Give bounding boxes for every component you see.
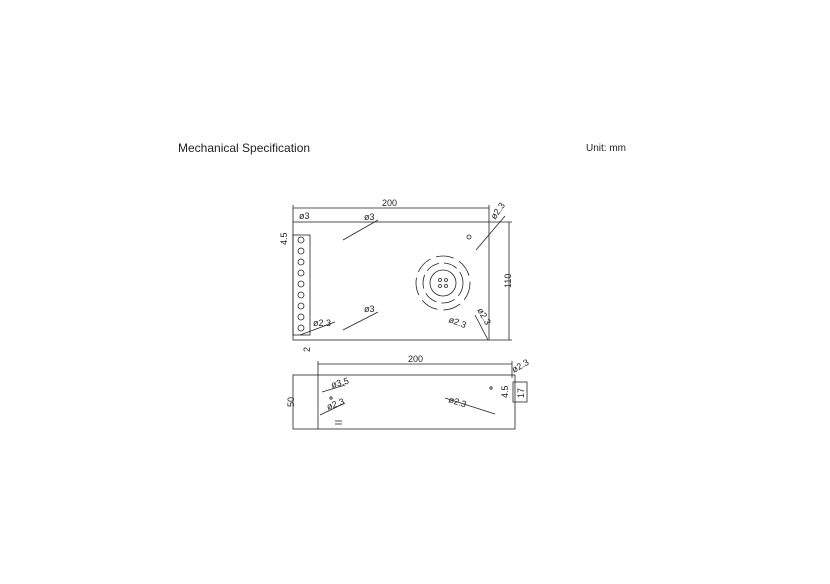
width-label: 200 xyxy=(382,198,397,208)
hole-label: ø2.3 xyxy=(313,318,331,328)
hole-label: ø2.3 xyxy=(475,306,493,327)
side-height-label: 50 xyxy=(286,397,296,407)
hole-label: ø2.3 xyxy=(488,201,507,221)
hole-label: ø3 xyxy=(364,304,375,314)
page-title: Mechanical Specification xyxy=(178,141,311,155)
hole-label: ø3 xyxy=(299,211,310,221)
mount-hole xyxy=(466,234,472,240)
hole-label: ø2.3 xyxy=(325,396,345,412)
fan-grille xyxy=(415,255,471,311)
side-view: 200 50 17 4.5 ø3.5 ø2.3 ø2.3 ø2.3 xyxy=(286,354,531,430)
unit-label: Unit: mm xyxy=(586,143,626,154)
height-label: 110 xyxy=(503,274,513,288)
side-width-label: 200 xyxy=(408,354,423,364)
hole-label: ø2.3 xyxy=(447,314,467,330)
hole-label: ø3.5 xyxy=(330,376,350,390)
offset-bottom-label: 2 xyxy=(302,347,312,352)
offset-top-label: 4.5 xyxy=(279,232,289,245)
hole-label: ø3 xyxy=(364,212,375,222)
hole-label: ø2.3 xyxy=(447,394,467,409)
terminal-block xyxy=(292,234,311,336)
bracket xyxy=(512,381,528,403)
top-view: 200 110 4.5 2 ø3 ø3 ø3 ø2.3 ø2.3 ø2.3 ø2… xyxy=(279,198,513,352)
bracket-label: 17 xyxy=(516,388,526,398)
hole-label: ø2.3 xyxy=(510,357,531,375)
side-offset-label: 4.5 xyxy=(500,385,510,398)
